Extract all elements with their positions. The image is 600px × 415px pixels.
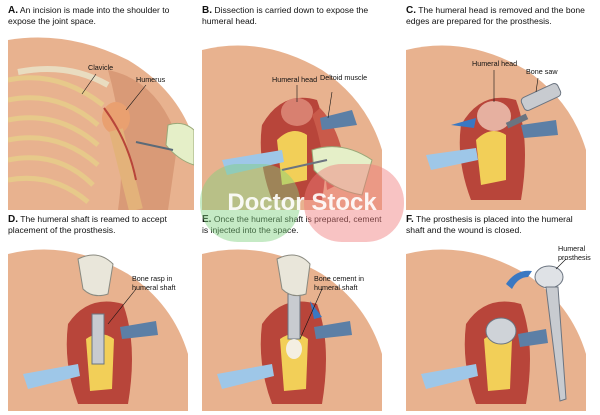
gloved-hand (311, 146, 373, 196)
panel-e-caption: E. Once the humeral shaft is prepared, c… (202, 214, 388, 235)
retractor-right (120, 321, 158, 339)
incision-line (103, 107, 137, 181)
retractor-right (320, 110, 357, 130)
panel-c-text: The humeral head is removed and the bone… (406, 5, 585, 26)
bone-saw (520, 83, 562, 111)
doctor-stock-watermark: Doctor Stock (200, 164, 404, 242)
retractor-right (314, 321, 352, 339)
panel-a-illustration: Clavicle Humerus (8, 30, 194, 210)
fat-tissue (476, 131, 506, 185)
rasp-handle (77, 254, 114, 297)
syringe-hand (276, 254, 311, 297)
panel-c-illustration: Humeral head Bone saw (406, 30, 592, 210)
panel-a-letter: A. (8, 5, 18, 16)
panel-a: A. An incision is made into the shoulder… (8, 5, 194, 210)
panel-c-caption: C. The humeral head is removed and the b… (406, 5, 592, 26)
prosthesis-stem (545, 286, 567, 402)
watermark-text: Doctor Stock (227, 189, 377, 216)
panel-d: D. The humeral shaft is reamed to accept… (8, 214, 194, 411)
panel-d-text: The humeral shaft is reamed to accept pl… (8, 214, 167, 235)
panel-d-letter: D. (8, 214, 18, 225)
ribcage (8, 75, 105, 204)
scalpel (135, 141, 174, 151)
humerus-bone (109, 128, 143, 210)
panel-d-illustration: Bone rasp in humeral shaft (8, 239, 194, 411)
panel-f-text: The prosthesis is placed into the humera… (406, 214, 573, 235)
humeral-head-removed (477, 101, 511, 131)
panel-f-illustration: Humeral prosthesis (406, 239, 592, 411)
placement-arrow (506, 270, 532, 289)
label-humeral-head: Humeral head (472, 59, 517, 68)
fat-tissue (277, 131, 307, 185)
bone-rasp (91, 313, 105, 365)
watermark-pill-green (200, 164, 300, 242)
gloved-hand (165, 122, 194, 166)
label-deltoid: Deltoid muscle (320, 73, 367, 82)
humeral-head-bone (102, 102, 130, 134)
dissection-tool (281, 159, 328, 171)
label-humerus: Humerus (136, 75, 166, 84)
clavicle-bone (17, 65, 110, 88)
panel-e: E. Once the humeral shaft is prepared, c… (202, 214, 388, 411)
label-bone-rasp-1: Bone rasp in (132, 274, 172, 283)
panel-a-caption: A. An incision is made into the shoulder… (8, 5, 194, 26)
label-clavicle: Clavicle (88, 63, 113, 72)
label-bone-saw: Bone saw (526, 67, 558, 76)
panel-b-text: Dissection is carried down to expose the… (202, 5, 369, 26)
panel-c-letter: C. (406, 5, 416, 16)
removal-arrow (451, 118, 476, 128)
humeral-head-exposed (281, 98, 313, 126)
label-prosthesis-2: prosthesis (558, 253, 591, 262)
panel-a-text: An incision is made into the shoulder to… (8, 5, 170, 26)
label-prosthesis-1: Humeral (558, 244, 586, 253)
retractor-left (426, 148, 478, 170)
panel-e-text: Once the humeral shaft is prepared, ceme… (202, 214, 382, 235)
label-humeral-head: Humeral head (272, 75, 317, 84)
bone-cement (286, 339, 302, 359)
fat-tissue (484, 334, 512, 391)
prosthesis-head (534, 265, 564, 289)
label-bone-cement-1: Bone cement in (314, 274, 364, 283)
panel-b-letter: B. (202, 5, 212, 16)
saw-blade (505, 113, 529, 129)
label-bone-rasp-2: humeral shaft (132, 283, 176, 292)
injection-arrow (310, 301, 322, 319)
panel-c: C. The humeral head is removed and the b… (406, 5, 592, 210)
panel-b-illustration: Humeral head Deltoid muscle (202, 30, 388, 210)
retractor-left (23, 364, 80, 389)
watermark-pill-red (304, 164, 404, 242)
retractor-right (521, 120, 558, 138)
panel-f-letter: F. (406, 214, 414, 225)
label-bone-cement-2: humeral shaft (314, 283, 358, 292)
cement-syringe (287, 293, 301, 340)
prosthesis-head-implanted (485, 317, 517, 345)
retractor-right (518, 329, 548, 347)
retractor-left (222, 150, 284, 175)
retractor-left (421, 364, 478, 389)
panel-b: B. Dissection is carried down to expose … (202, 5, 388, 210)
panel-d-caption: D. The humeral shaft is reamed to accept… (8, 214, 194, 235)
panel-f: F. The prosthesis is placed into the hum… (406, 214, 592, 411)
panel-e-illustration: Bone cement in humeral shaft (202, 239, 388, 411)
panel-e-letter: E. (202, 214, 212, 225)
panel-b-caption: B. Dissection is carried down to expose … (202, 5, 388, 26)
retractor-left (217, 364, 274, 389)
panel-f-caption: F. The prosthesis is placed into the hum… (406, 214, 592, 235)
